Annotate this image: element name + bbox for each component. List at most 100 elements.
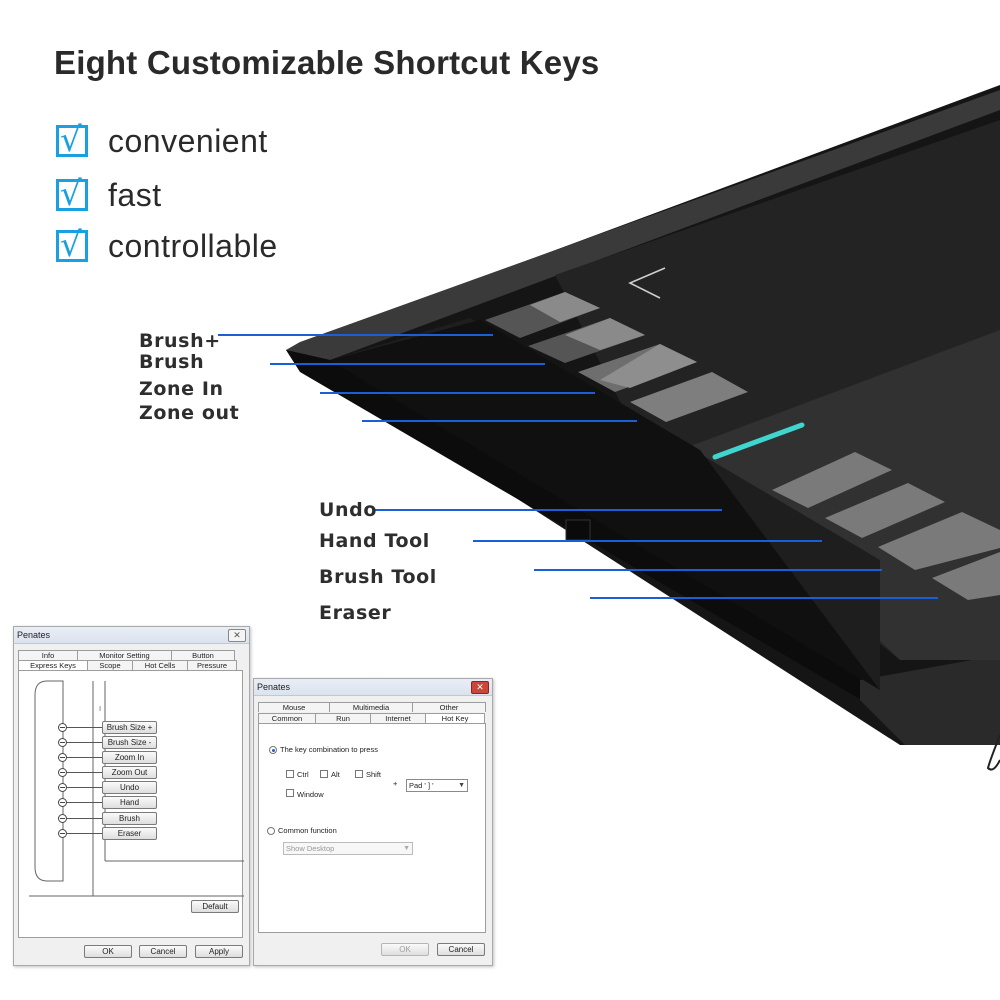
ok-button[interactable]: OK (381, 943, 429, 956)
key-button-brush-size-plus[interactable]: Brush Size + (102, 721, 157, 734)
connector-line (67, 833, 102, 834)
function-select-value: Show Desktop (286, 844, 335, 853)
key-label-brush: Brush (139, 351, 205, 373)
key-label-undo: Undo (319, 499, 378, 521)
express-key-7 (878, 512, 1000, 570)
function-select[interactable]: Show Desktop ▼ (283, 842, 413, 855)
dialog-titlebar: Penates ✕ (14, 627, 249, 644)
alt-checkbox[interactable] (320, 770, 328, 778)
text-cursor: I (99, 704, 102, 713)
tab-run[interactable]: Run (315, 713, 371, 723)
key-button-undo[interactable]: Undo (102, 781, 157, 794)
express-key-5 (772, 452, 892, 508)
apply-button[interactable]: Apply (195, 945, 243, 958)
key-indicator-icon (58, 738, 67, 747)
tab-internet[interactable]: Internet (370, 713, 426, 723)
connector-line (67, 757, 102, 758)
express-key-1-face (530, 292, 600, 322)
key-label-brush-plus: Brush+ (139, 330, 221, 352)
chevron-down-icon: ▼ (458, 782, 465, 789)
plus-sign: + (393, 779, 398, 788)
tab-pressure[interactable]: Pressure (187, 660, 237, 670)
checkmark-icon: √ (60, 225, 82, 265)
tab-row-top: Info Monitor Setting Button (18, 650, 235, 660)
tablet-right-front (860, 655, 1000, 745)
tab-express-keys[interactable]: Express Keys (18, 660, 88, 670)
dialog-titlebar: Penates ✕ (254, 679, 492, 696)
feature-item: √ controllable (56, 225, 278, 266)
express-keys-panel: I (18, 670, 244, 938)
key-button-brush-size-minus[interactable]: Brush Size - (102, 736, 157, 749)
key-label-eraser: Eraser (319, 602, 392, 624)
express-key-2-face (565, 318, 645, 350)
checkbox-icon: √ (56, 120, 88, 160)
dialog-title: Penates (17, 630, 51, 640)
connector-line (67, 818, 102, 819)
tab-other[interactable]: Other (412, 702, 486, 712)
tab-row-bottom: Express Keys Scope Hot Cells Pressure (18, 660, 237, 670)
cancel-button[interactable]: Cancel (139, 945, 187, 958)
feature-label: controllable (108, 227, 278, 264)
key-indicator-icon (58, 753, 67, 762)
key-label-hand-tool: Hand Tool (319, 530, 430, 552)
tab-button[interactable]: Button (171, 650, 235, 660)
key-combination-radio[interactable] (269, 746, 277, 754)
tab-multimedia[interactable]: Multimedia (329, 702, 413, 712)
express-key-6 (825, 483, 945, 538)
ctrl-checkbox[interactable] (286, 770, 294, 778)
key-button-zoom-out[interactable]: Zoom Out (102, 766, 157, 779)
feature-label: convenient (108, 122, 268, 159)
checkmark-icon: √ (60, 174, 82, 214)
headline: Eight Customizable Shortcut Keys (54, 44, 600, 81)
shift-checkbox[interactable] (355, 770, 363, 778)
usb-cable (986, 734, 1000, 771)
checkbox-icon: √ (56, 174, 88, 214)
key-select[interactable]: Pad ' ] ' ▼ (406, 779, 468, 792)
tab-row-bottom: Common Run Internet Hot Key (258, 713, 485, 723)
tablet-work-area-glow (680, 330, 1000, 660)
connector-line (67, 772, 102, 773)
connector-line (67, 787, 102, 788)
tab-mouse[interactable]: Mouse (258, 702, 330, 712)
key-indicator-icon (58, 783, 67, 792)
connector-line (67, 742, 102, 743)
checkmark-icon: √ (60, 120, 82, 160)
hot-key-dialog: Penates ✕ Mouse Multimedia Other Common … (253, 678, 493, 966)
common-function-label: Common function (278, 826, 337, 835)
tab-info[interactable]: Info (18, 650, 78, 660)
close-icon[interactable]: ✕ (228, 629, 246, 642)
common-function-radio[interactable] (267, 827, 275, 835)
close-icon[interactable]: ✕ (471, 681, 489, 694)
key-button-eraser[interactable]: Eraser (102, 827, 157, 840)
key-label-brush-tool: Brush Tool (319, 566, 437, 588)
window-label: Window (297, 790, 324, 799)
tab-monitor-setting[interactable]: Monitor Setting (77, 650, 172, 660)
dialog-title: Penates (257, 682, 291, 692)
key-button-zoom-in[interactable]: Zoom In (102, 751, 157, 764)
tab-common[interactable]: Common (258, 713, 316, 723)
express-keys-dialog: Penates ✕ Info Monitor Setting Button Ex… (13, 626, 250, 966)
tab-scope[interactable]: Scope (87, 660, 133, 670)
checkbox-icon: √ (56, 225, 88, 265)
feature-label: fast (108, 176, 162, 213)
window-checkbox[interactable] (286, 789, 294, 797)
ok-button[interactable]: OK (84, 945, 132, 958)
tab-hot-key[interactable]: Hot Key (425, 713, 485, 723)
cancel-button[interactable]: Cancel (437, 943, 485, 956)
usb-port (565, 519, 591, 541)
feature-item: √ fast (56, 174, 162, 215)
connector-line (67, 802, 102, 803)
tab-row-top: Mouse Multimedia Other (258, 702, 486, 712)
key-button-brush[interactable]: Brush (102, 812, 157, 825)
key-indicator-icon (58, 814, 67, 823)
ctrl-label: Ctrl (297, 770, 309, 779)
key-select-value: Pad ' ] ' (409, 781, 434, 790)
tab-hot-cells[interactable]: Hot Cells (132, 660, 188, 670)
shift-label: Shift (366, 770, 382, 779)
key-button-hand[interactable]: Hand (102, 796, 157, 809)
hot-key-panel (258, 723, 486, 933)
corner-mark (628, 267, 666, 299)
default-button[interactable]: Default (191, 900, 239, 913)
chevron-down-icon: ▼ (403, 845, 410, 852)
